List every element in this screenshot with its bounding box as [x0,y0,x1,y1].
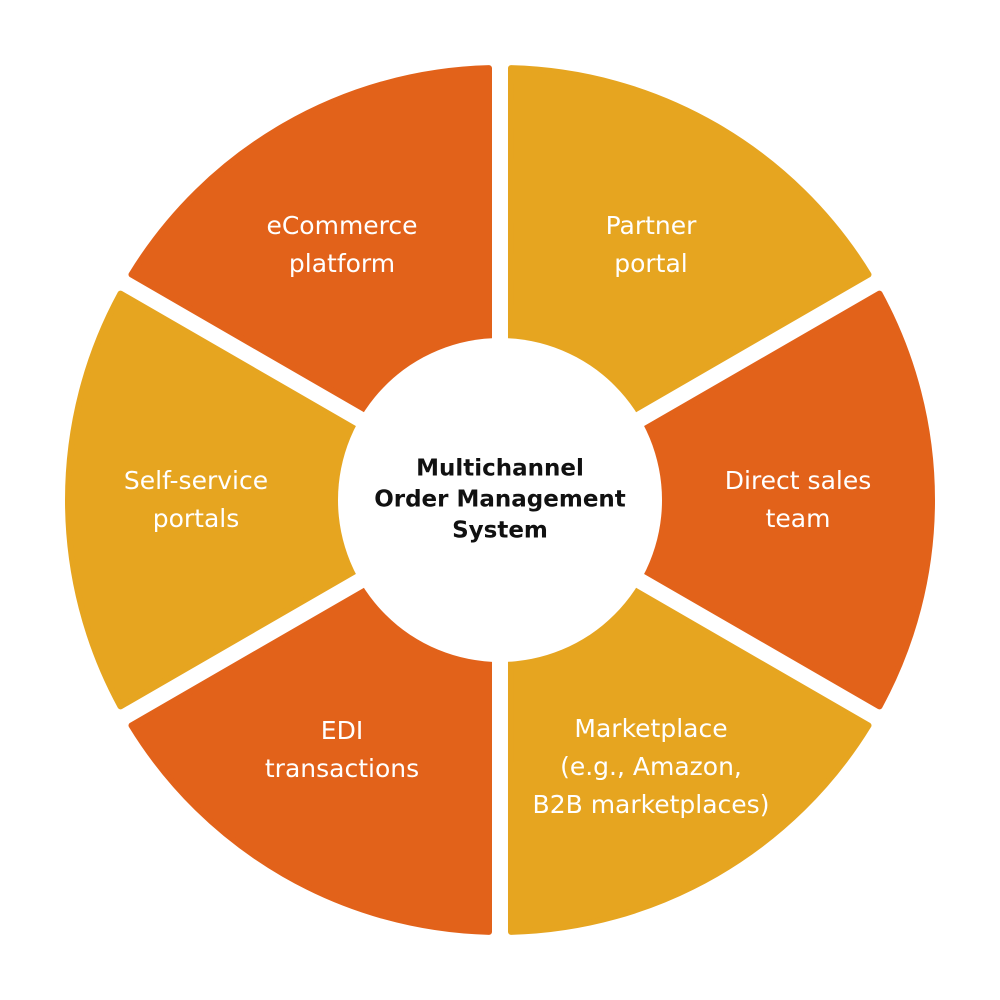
segment-label-edi-transactions: EDI transactions [264,716,420,783]
segment-label-self-service-portals: Self-service portals [123,466,269,533]
segment-label-direct-sales-team: Direct sales team [724,466,872,533]
segment-label-partner-portal: Partner portal [605,211,697,278]
segment-label-ecommerce-platform: eCommerce platform [266,211,418,278]
segment-label-marketplace: Marketplace (e.g., Amazon, B2B marketpla… [532,714,770,819]
center-hub [338,338,662,662]
center-title: Multichannel Order Management System [374,455,626,544]
